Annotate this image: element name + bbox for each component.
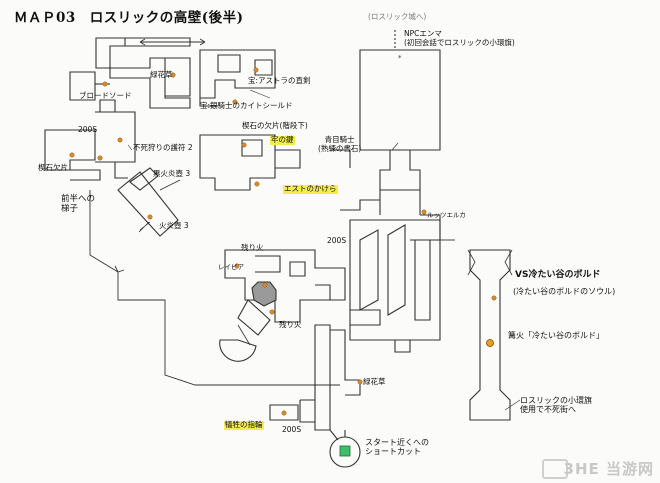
label-scale-200-mid: 200S [327, 236, 347, 245]
label-ember-2: 残り火 [279, 320, 302, 329]
label-scale-200-bottom: 200S [282, 425, 302, 434]
label-key-item: 牢の鍵 [270, 135, 295, 145]
label-shard-left: 楔石欠片 [38, 163, 68, 172]
wall-segment [329, 429, 346, 441]
item-dot [232, 99, 238, 105]
label-npc-emma: NPCエンマ (初回会話でロスリックの小環旗) [404, 29, 515, 47]
label-treasure-astora: 宝:アストラの直剣 [248, 76, 311, 85]
wall-segment [394, 340, 411, 353]
watermark-brand: 3HE 当游网 [563, 460, 654, 478]
wall-segment [44, 129, 96, 171]
wall-segment [129, 167, 159, 191]
wall-segment [114, 162, 128, 179]
label-shortcut: スタート近くへの ショートカット [365, 438, 429, 457]
wall-segment [350, 309, 381, 326]
wall-segment [255, 255, 281, 273]
wall-segment [275, 149, 301, 169]
wall-segment [217, 54, 241, 73]
wall-segment [237, 299, 271, 336]
item-dot [421, 209, 427, 215]
pillar-octagon [251, 281, 277, 307]
map-title: ＭＡＰ03 ロスリックの高壁(後半) [14, 10, 244, 26]
item-dot [269, 309, 275, 315]
npc-marker: * [398, 54, 402, 62]
label-estus-shard: エストのかけら [283, 184, 338, 194]
label-bonfire: 篝火「冷たい谷のボルド」 [508, 331, 604, 340]
lower-complex [349, 219, 441, 341]
label-undead-charm: 不死狩りの護符 2 [133, 143, 193, 152]
item-dot [117, 137, 123, 143]
wall-segment [330, 329, 361, 396]
item-dot [102, 81, 108, 87]
wall-segment [330, 149, 351, 168]
label-to-lothric-castle: (ロスリック城へ) [368, 12, 427, 21]
label-ember: 残り火 [241, 243, 264, 252]
wall-segment [379, 150, 421, 191]
label-firebomb: 火炎壺 3 [159, 221, 189, 230]
wall-segment [199, 134, 276, 191]
item-dot [357, 379, 363, 385]
round-tower [219, 339, 257, 362]
wall-segment [359, 229, 379, 311]
label-to-first-half: 前半への 梯子 [61, 194, 96, 214]
shortcut-marker [339, 445, 351, 457]
wall-segment [199, 98, 218, 107]
path-line [89, 190, 119, 273]
item-dot [69, 152, 75, 158]
wall-segment [314, 324, 331, 431]
label-boss-soul: (冷たい谷のボルドのソウル) [513, 287, 616, 296]
item-dot [234, 263, 240, 269]
wall-segment [241, 139, 263, 157]
label-treasure-shield: 宝:銀騎士のカイトシールド [200, 101, 293, 110]
middle-complex [224, 249, 346, 323]
bonfire-icon [486, 339, 494, 347]
item-dot [491, 295, 497, 301]
item-dot [170, 72, 176, 78]
wall-segment [254, 59, 273, 76]
wall-segment [199, 49, 276, 99]
wall-segment [269, 404, 299, 421]
item-dot [281, 410, 287, 416]
wall-segment [95, 37, 126, 69]
label-green-grass-top: 緑花草 [150, 70, 173, 79]
label-black-firebomb: 黒火炎壺 3 [153, 169, 191, 178]
wall-segment [95, 111, 136, 163]
wall-segment [289, 261, 306, 277]
item-dot [147, 214, 153, 220]
wall-segment [379, 190, 421, 215]
wall-segment [414, 239, 431, 321]
label-blue-knight: 青目騎士 (熟練の書石) [318, 135, 362, 153]
label-sword: ブロードソード [79, 91, 132, 100]
wall-segment [315, 284, 331, 300]
label-green-grass-bottom: 緑花草 [363, 377, 386, 386]
label-scale-200-left: 200S [78, 125, 98, 134]
label-shard-under-stairs: 楔石の欠片(階段下) [242, 121, 308, 130]
label-banner: ロスリックの小環旗 使用で不死街へ [520, 396, 592, 415]
stairs-building [117, 171, 179, 237]
item-dot [254, 181, 260, 187]
tower-room [359, 49, 441, 151]
label-rapier: レイピア [218, 263, 244, 271]
wall-segment [99, 99, 116, 112]
watermark-logo [542, 459, 568, 479]
wall-segment [387, 224, 406, 316]
wall-segment [150, 57, 191, 97]
wall-segment [69, 71, 96, 101]
wall-segment [109, 57, 191, 109]
item-dot [241, 142, 247, 148]
label-lucatiel: ルッツエルカ [427, 211, 466, 219]
path-line [117, 272, 340, 386]
item-dot [97, 155, 103, 161]
wall-segment [340, 199, 380, 211]
label-boss: VS冷たい谷のボルド [515, 270, 601, 280]
boss-tower [469, 249, 511, 421]
wall-segment [70, 169, 101, 181]
wall-segment [299, 399, 315, 423]
item-dot [253, 67, 259, 73]
label-sacrifice-ring: 犠牲の指輪 [224, 420, 264, 430]
item-dot [262, 282, 268, 288]
